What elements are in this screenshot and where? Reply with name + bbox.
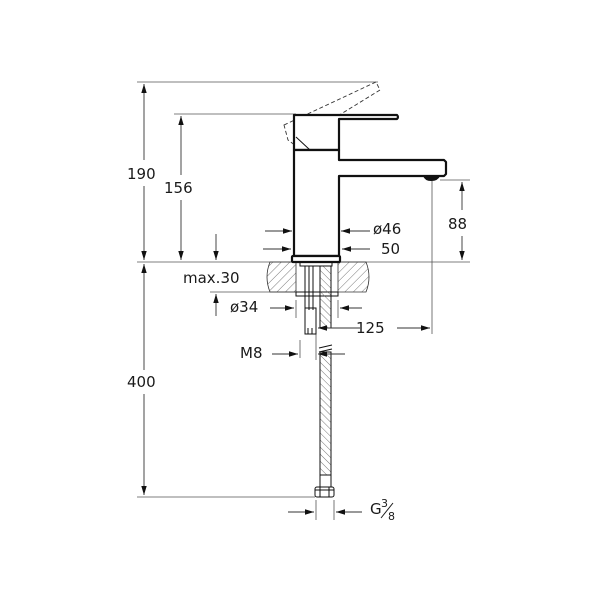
dim-label-max-deck-thickness: max.30 xyxy=(183,269,240,287)
dim-label-hose-length: 400 xyxy=(127,373,156,391)
dim-label-handle-height: 156 xyxy=(164,179,193,197)
hose-connection-numerator: 3 xyxy=(381,497,388,510)
dim-label-spout-clearance: 88 xyxy=(448,215,467,233)
dim-label-base-diameter: 50 xyxy=(381,240,400,258)
hose-connection-denominator: 8 xyxy=(388,510,395,523)
faucet-body xyxy=(283,81,448,297)
dim-label-spout-reach: 125 xyxy=(356,319,385,337)
dim-label-stud-thread: M8 xyxy=(240,344,263,362)
fraction-slash xyxy=(380,502,394,519)
dim-label-body-diameter: ø46 xyxy=(373,220,401,238)
stud-and-hose xyxy=(304,265,335,498)
dimension-lines xyxy=(141,84,465,515)
dim-label-hose-connection: G 3 8 xyxy=(370,497,395,523)
hose-connection-prefix: G xyxy=(370,500,382,518)
dim-label-shank-diameter: ø34 xyxy=(230,298,258,316)
dim-label-overall-height: 190 xyxy=(127,165,156,183)
countertop-section xyxy=(266,261,370,293)
